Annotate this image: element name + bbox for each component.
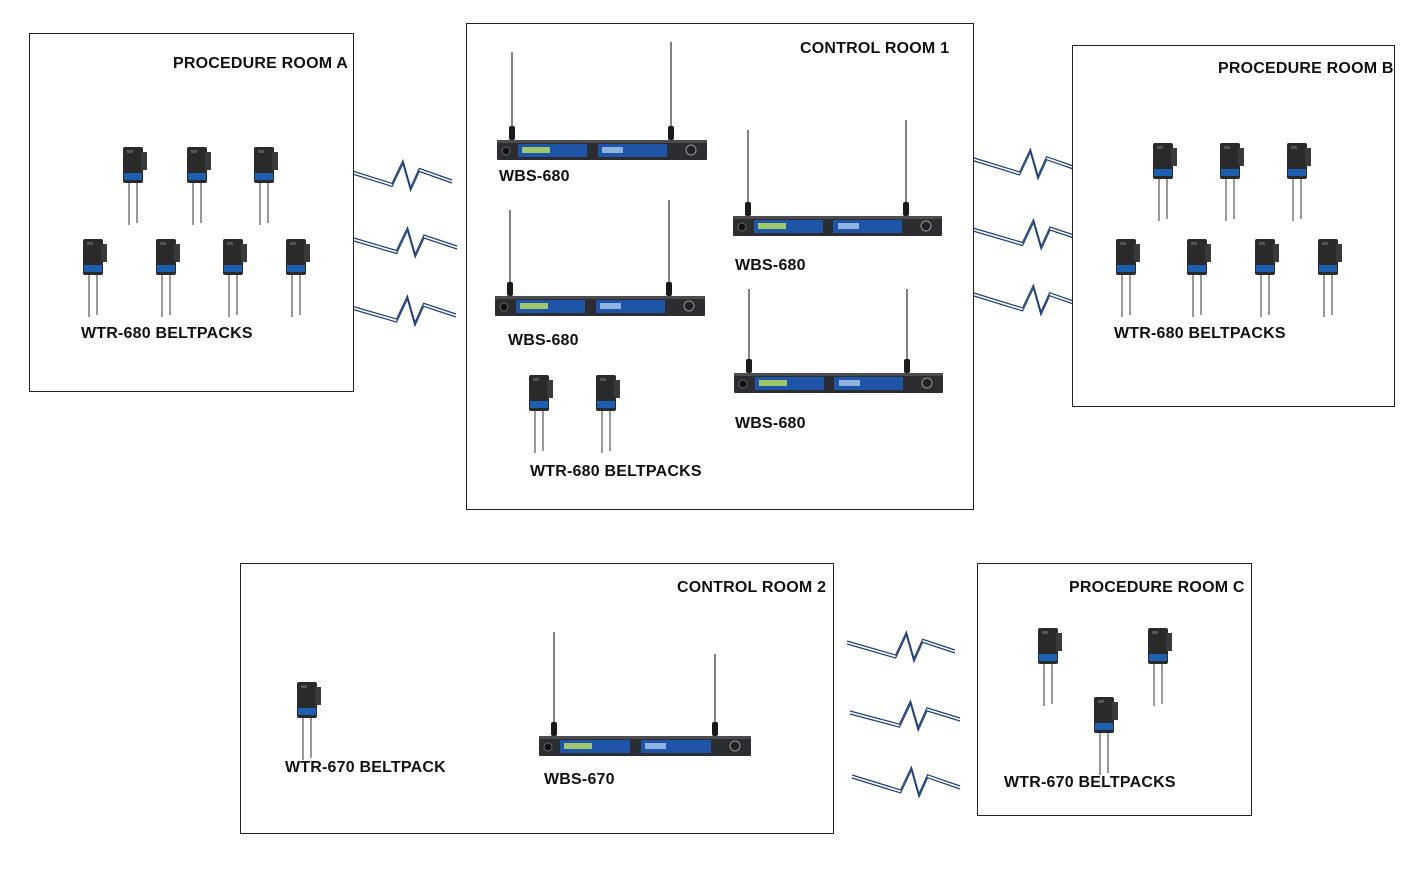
beltpack-icon	[1187, 239, 1211, 317]
base-station-icon	[733, 120, 942, 236]
wireless-link-icon	[851, 765, 961, 799]
control-room-1-title: CONTROL ROOM 1	[800, 40, 950, 57]
procedure-room-c	[977, 563, 1252, 816]
beltpack-icon	[1038, 628, 1062, 706]
beltpack-icon	[286, 239, 310, 317]
wireless-link-icon	[970, 147, 1080, 181]
procedure-room-c-beltpacks-label: WTR-670 BELTPACKS	[1004, 774, 1176, 791]
beltpack-icon	[1116, 239, 1140, 317]
procedure-room-a	[29, 33, 354, 392]
procedure-room-b-title: PROCEDURE ROOM B	[1218, 60, 1394, 77]
wireless-link-icon	[346, 225, 458, 259]
procedure-room-a-beltpacks-label: WTR-680 BELTPACKS	[81, 325, 253, 342]
control-room-2-beltpack-label: WTR-670 BELTPACK	[285, 759, 446, 776]
procedure-room-c-title: PROCEDURE ROOM C	[1069, 579, 1245, 596]
beltpack-icon	[1287, 143, 1311, 221]
base-station-icon	[539, 632, 751, 756]
base-station-icon	[497, 42, 707, 160]
control-room-1-beltpacks-label: WTR-680 BELTPACKS	[530, 463, 702, 480]
procedure-room-a-title: PROCEDURE ROOM A	[173, 55, 349, 72]
base-station-icon	[495, 200, 705, 316]
control-room-1	[466, 23, 974, 510]
control-room-2-base-label: WBS-670	[544, 771, 615, 788]
procedure-room-b-beltpacks-label: WTR-680 BELTPACKS	[1114, 325, 1286, 342]
procedure-room-b	[1072, 45, 1395, 407]
control-room-1-base-label-1: WBS-680	[499, 168, 570, 185]
wireless-link-icon	[973, 283, 1083, 317]
beltpack-icon	[223, 239, 247, 317]
beltpack-icon	[596, 375, 620, 453]
beltpack-icon	[187, 147, 211, 225]
beltpack-icon	[1094, 697, 1118, 775]
beltpack-icon	[529, 375, 553, 453]
control-room-1-base-label-2: WBS-680	[508, 332, 579, 349]
control-room-1-base-label-4: WBS-680	[735, 415, 806, 432]
wireless-link-icon	[347, 294, 457, 328]
beltpack-icon	[1255, 239, 1279, 317]
wireless-link-icon	[972, 217, 1084, 251]
wireless-link-icon	[849, 699, 961, 733]
beltpack-icon	[1153, 143, 1177, 221]
wireless-link-icon	[846, 630, 956, 664]
control-room-2-title: CONTROL ROOM 2	[677, 579, 827, 596]
control-room-2	[240, 563, 834, 834]
wireless-link-icon	[342, 158, 453, 193]
beltpack-icon	[1318, 239, 1342, 317]
beltpack-icon	[297, 682, 321, 760]
beltpack-icon	[1148, 628, 1172, 706]
beltpack-icon	[254, 147, 278, 225]
beltpack-icon	[123, 147, 147, 225]
beltpack-icon	[83, 239, 107, 317]
control-room-1-base-label-3: WBS-680	[735, 257, 806, 274]
beltpack-icon	[1220, 143, 1244, 221]
beltpack-icon	[156, 239, 180, 317]
base-station-icon	[734, 289, 943, 393]
